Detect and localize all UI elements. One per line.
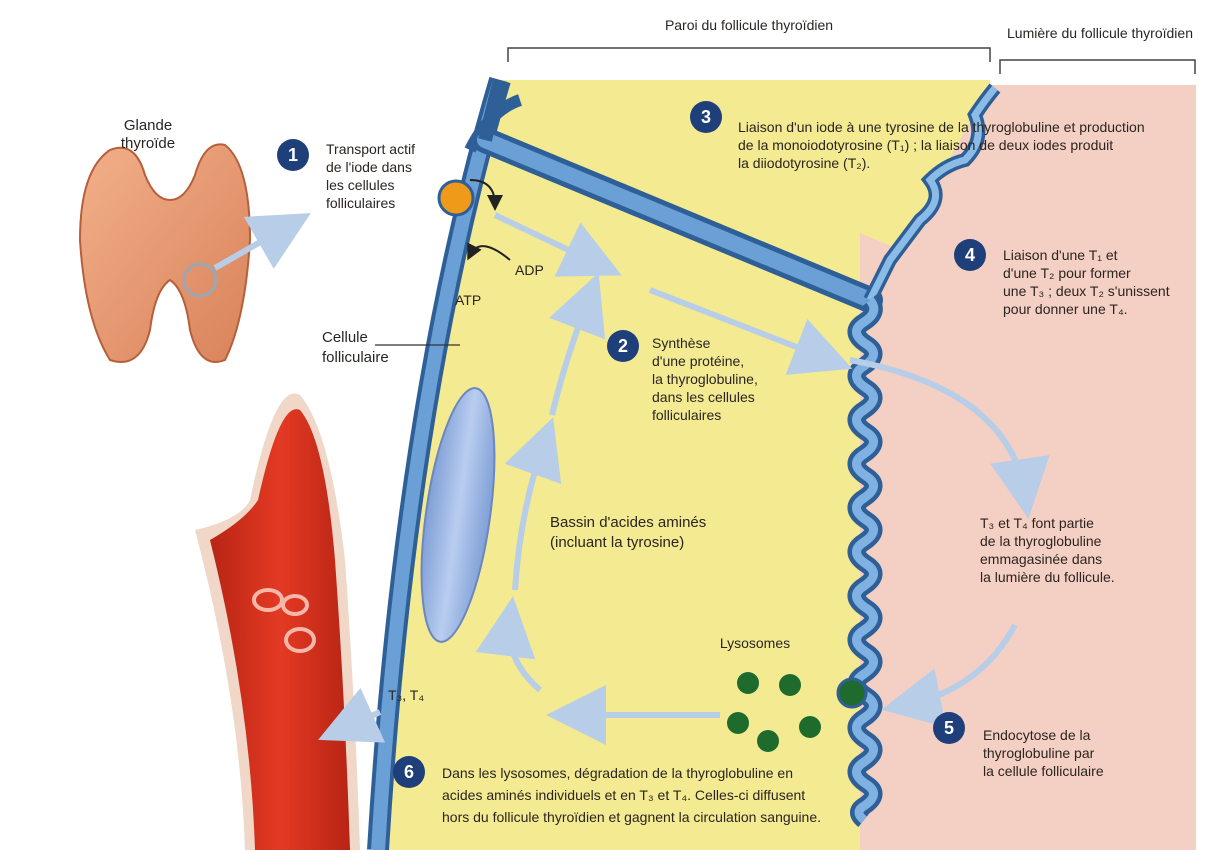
step-badge-4: 4 [954, 239, 986, 271]
gland-label-line2: thyroïde [121, 135, 175, 152]
hormones-out-label: T₃, T₄ [388, 687, 424, 703]
gland-label-line1: Glande [124, 117, 172, 134]
svg-text:la cellule folliculaire: la cellule folliculaire [983, 763, 1104, 779]
cell-label-line1: Cellule [322, 329, 368, 346]
svg-text:les cellules: les cellules [326, 177, 394, 193]
step-badge-1: 1 [277, 139, 309, 171]
step-badge-5: 5 [933, 712, 965, 744]
svg-text:Dans les lysosomes, dégradatio: Dans les lysosomes, dégradation de la th… [442, 765, 793, 781]
step-badge-3: 3 [690, 101, 722, 133]
svg-text:Liaison d'un iode à une tyrosi: Liaison d'un iode à une tyrosine de la t… [738, 119, 1145, 135]
svg-text:d'une T₂ pour former: d'une T₂ pour former [1003, 265, 1131, 281]
svg-text:hors du follicule thyroïdien e: hors du follicule thyroïdien et gagnent … [442, 809, 821, 825]
svg-text:de la monoiodotyrosine (T₁) ;: de la monoiodotyrosine (T₁) ; la liaison… [738, 137, 1113, 153]
svg-text:Transport actif: Transport actif [326, 141, 415, 157]
svg-text:acides aminés individuels et e: acides aminés individuels et en T₃ et T₄… [442, 787, 805, 803]
adp-label: ADP [515, 262, 544, 278]
svg-text:de l'iode dans: de l'iode dans [326, 159, 412, 175]
svg-text:dans les cellules: dans les cellules [652, 389, 755, 405]
lysosome [799, 716, 821, 738]
svg-text:Liaison d'une T₁ et: Liaison d'une T₁ et [1003, 247, 1118, 263]
lumen-header: Lumière du follicule thyroïdien [1007, 25, 1193, 41]
lysosome [727, 712, 749, 734]
cell-label-line2: folliculaire [322, 349, 389, 366]
step-badge-6: 6 [393, 756, 425, 788]
svg-text:une T₃ ; deux T₂ s'unissent: une T₃ ; deux T₂ s'unissent [1003, 283, 1170, 299]
pool-label-line2: (incluant la tyrosine) [550, 534, 684, 551]
lysosomes-label: Lysosomes [720, 635, 790, 651]
atp-label: ATP [455, 292, 481, 308]
svg-text:5: 5 [944, 718, 954, 738]
wall-header: Paroi du follicule thyroïdien [665, 17, 833, 33]
svg-text:2: 2 [618, 336, 628, 356]
thyroid-gland-illustration [80, 144, 250, 362]
step-text-5: Endocytose de la thyroglobuline par la c… [983, 727, 1104, 779]
svg-text:4: 4 [965, 245, 975, 265]
lysosome [757, 730, 779, 752]
svg-text:Synthèse: Synthèse [652, 335, 711, 351]
svg-text:la thyroglobuline,: la thyroglobuline, [652, 371, 758, 387]
svg-text:6: 6 [404, 762, 414, 782]
endocytic-vesicle [838, 679, 866, 707]
lysosome [779, 674, 801, 696]
svg-text:la diiodotyrosine (T₂).: la diiodotyrosine (T₂). [738, 155, 870, 171]
svg-text:pour donner une T₄.: pour donner une T₄. [1003, 301, 1128, 317]
iodine-pump [439, 181, 473, 215]
svg-text:d'une protéine,: d'une protéine, [652, 353, 744, 369]
blood-vessel [195, 393, 360, 850]
svg-text:1: 1 [288, 145, 298, 165]
step-text-1: Transport actif de l'iode dans les cellu… [326, 141, 415, 211]
lysosome [737, 672, 759, 694]
svg-text:la lumière du follicule.: la lumière du follicule. [980, 569, 1115, 585]
pool-label-line1: Bassin d'acides aminés [550, 514, 706, 531]
svg-text:emmagasinée dans: emmagasinée dans [980, 551, 1102, 567]
svg-text:T₃ et T₄ font partie: T₃ et T₄ font partie [980, 515, 1094, 531]
svg-text:folliculaires: folliculaires [326, 195, 395, 211]
svg-text:de la thyroglobuline: de la thyroglobuline [980, 533, 1102, 549]
svg-text:folliculaires: folliculaires [652, 407, 721, 423]
step-text-6: Dans les lysosomes, dégradation de la th… [442, 765, 821, 825]
step-badge-2: 2 [607, 330, 639, 362]
header-band [0, 0, 1206, 85]
svg-text:3: 3 [701, 107, 711, 127]
svg-text:Endocytose de la: Endocytose de la [983, 727, 1091, 743]
svg-text:thyroglobuline par: thyroglobuline par [983, 745, 1095, 761]
